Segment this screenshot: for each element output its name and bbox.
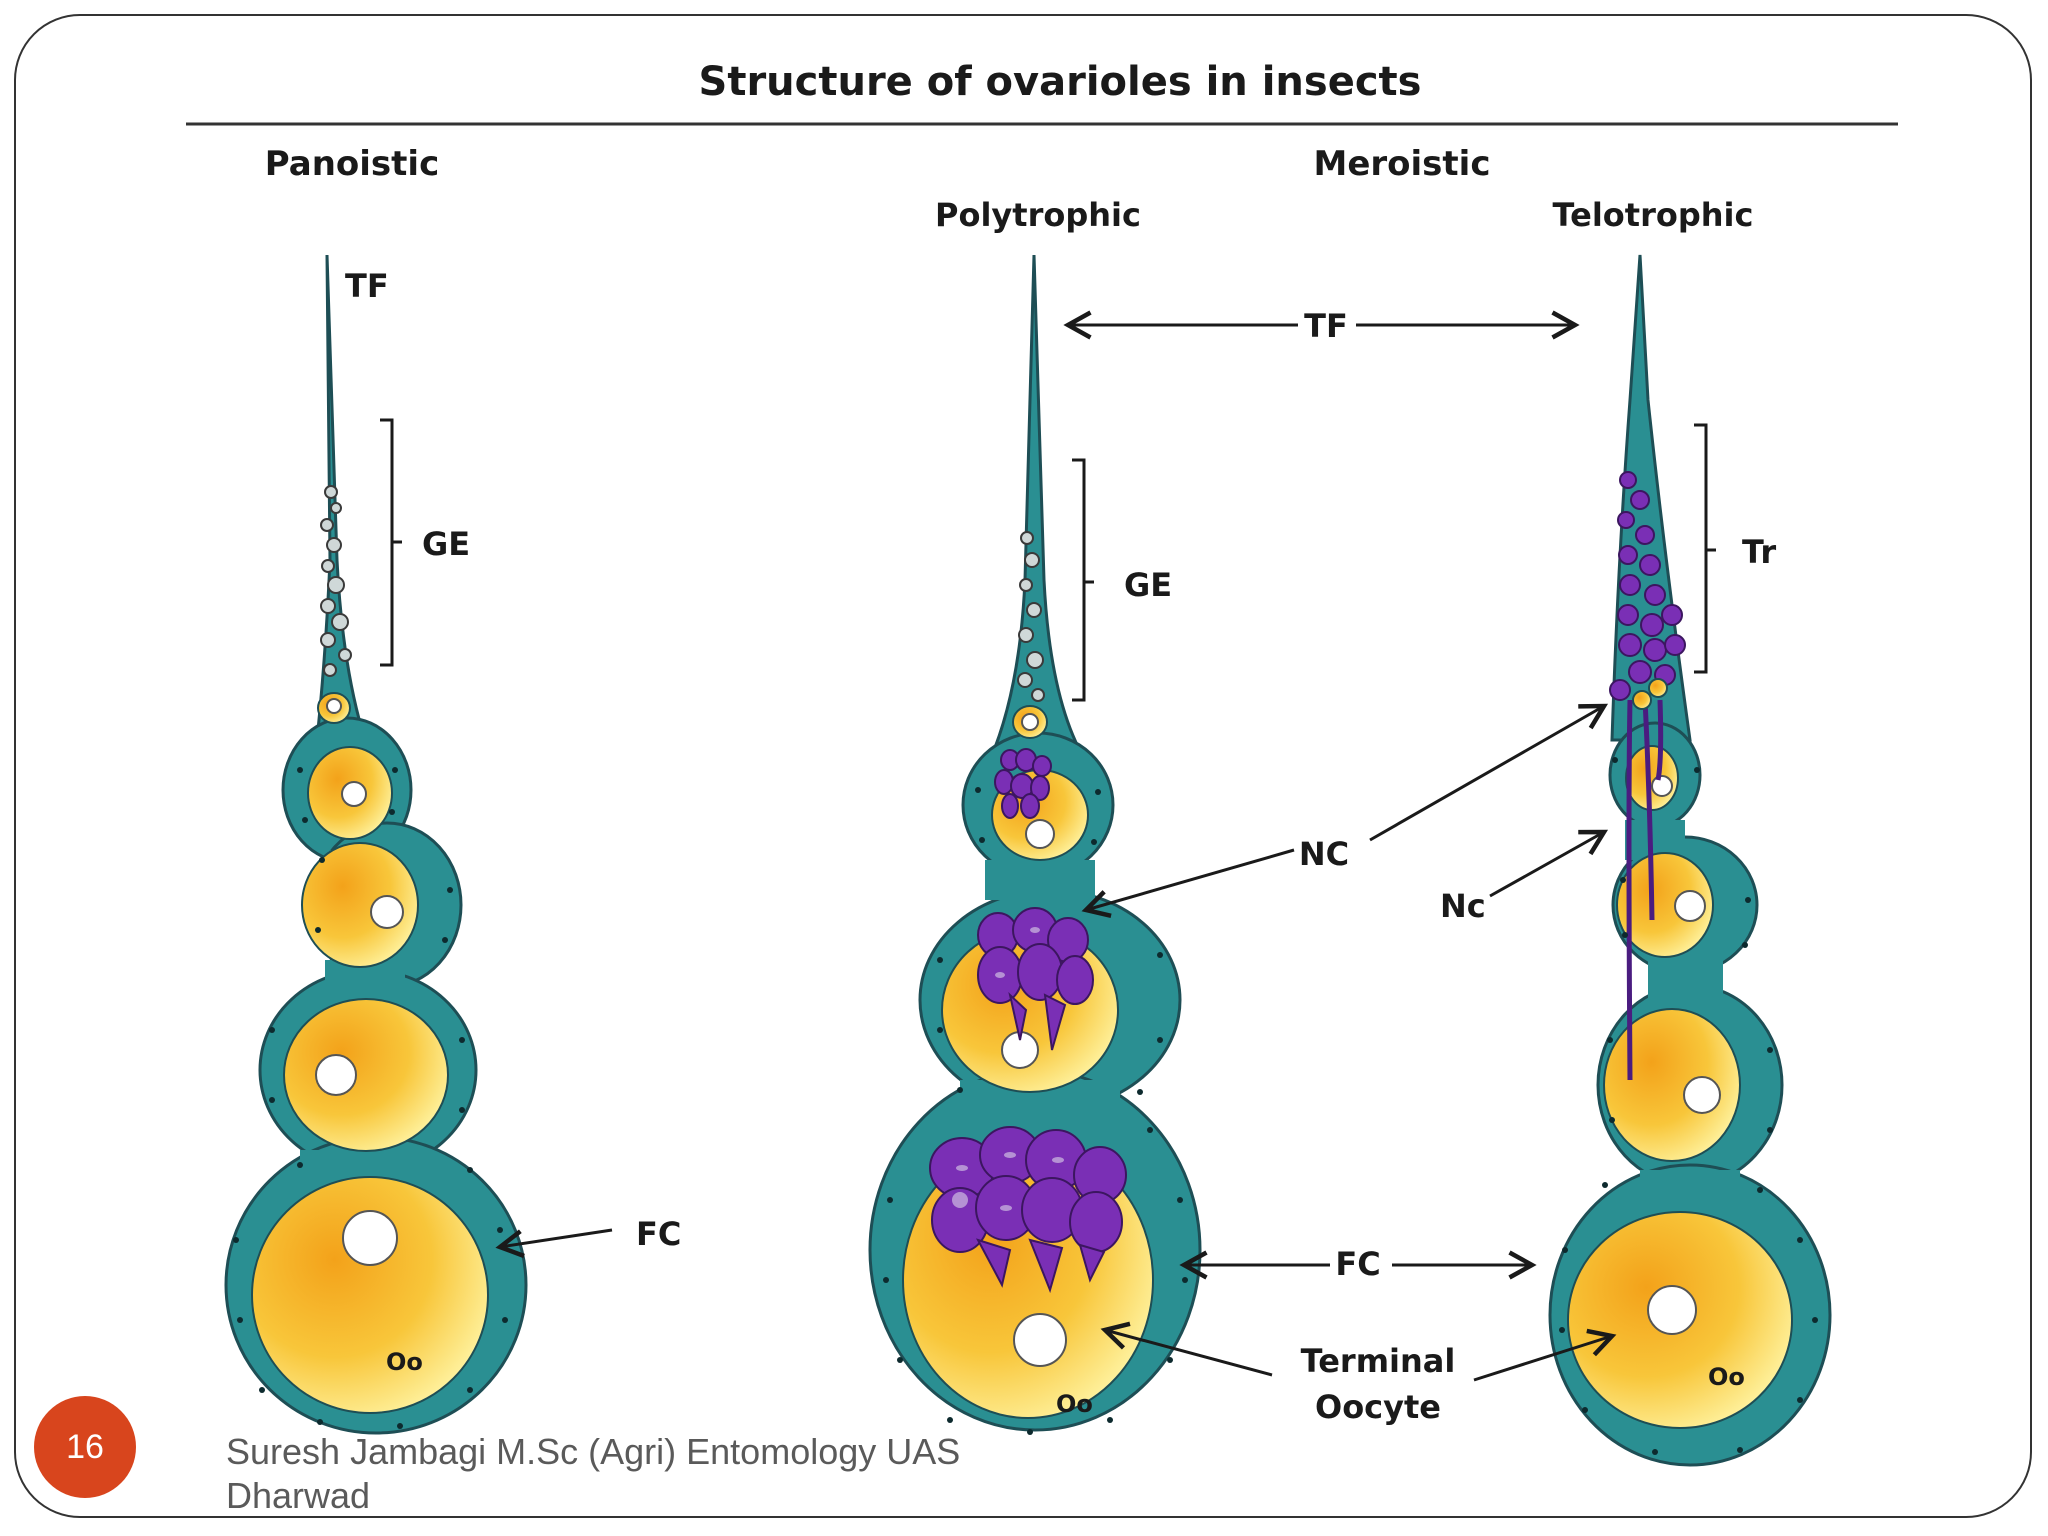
panoistic-ovariole [224,254,528,1435]
heading-telotrophic: Telotrophic [1553,196,1754,234]
heading-polytrophic: Polytrophic [935,196,1141,234]
polytrophic-ovariole [868,254,1202,1435]
label-terminal: Terminal [1301,1342,1456,1380]
label-tr-telotrophic: Tr [1742,533,1776,571]
label-ge-polytrophic: GE [1124,566,1172,604]
heading-meroistic: Meroistic [1314,144,1491,184]
page-number-badge: 16 [34,1396,136,1498]
arrow-fc-panoistic [495,1228,613,1259]
label-fc-panoistic: FC [636,1215,681,1253]
arrow-nc-telotrophic-tr [1369,703,1609,842]
arrow-terminal-oocyte-right [1473,1328,1617,1382]
ge-bracket-panoistic [380,418,402,667]
arrow-nc-polytrophic [1081,848,1295,918]
heading-panoistic: Panoistic [265,144,439,184]
label-oocyte: Oocyte [1315,1388,1441,1426]
footer-credit: Suresh Jambagi M.Sc (Agri) Entomology UA… [226,1431,961,1516]
telotrophic-ovariole [1548,254,1832,1467]
label-tf-panoistic: TF [345,267,389,305]
label-nc-polytrophic: NC [1299,835,1349,873]
label-oo-polytrophic: Oo [1056,1390,1093,1418]
slide-frame [14,14,2032,1518]
arrow-terminal-oocyte-left [1100,1321,1273,1377]
ge-bracket-polytrophic [1072,458,1094,702]
label-ge-panoistic: GE [422,525,470,563]
label-oo-panoistic: Oo [386,1348,423,1376]
label-tf-shared: TF [1304,307,1348,345]
label-nc-telotrophic: Nc [1440,887,1486,925]
tr-bracket-telotrophic [1694,423,1716,674]
label-fc-shared: FC [1335,1245,1380,1283]
diagram-title: Structure of ovarioles in insects [699,59,1422,105]
arrow-nc-telotrophic [1489,829,1609,898]
label-oo-telotrophic: Oo [1708,1363,1745,1391]
polytrophic-germarium [987,254,1088,762]
